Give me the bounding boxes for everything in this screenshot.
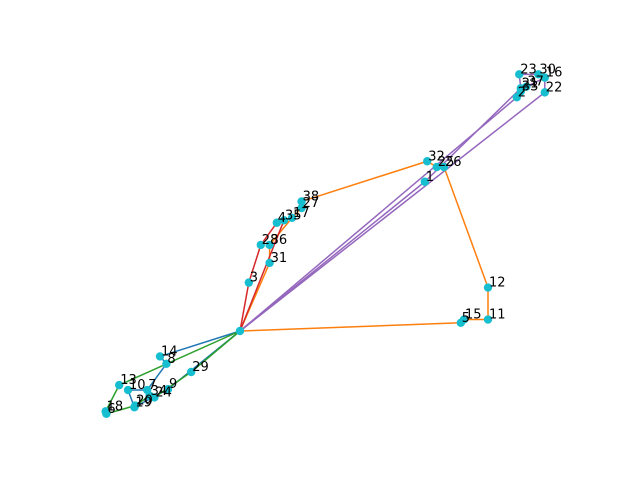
node-35 (279, 216, 289, 225)
node-label-34: 34 (151, 384, 168, 399)
edge-8-7 (146, 363, 168, 391)
node-label-22: 22 (546, 80, 563, 95)
edge-29-24 (153, 371, 192, 399)
edge-28-4 (260, 222, 278, 246)
edge-0-14 (159, 330, 241, 358)
node-31 (265, 258, 274, 268)
node-label-32: 32 (428, 149, 445, 164)
node-label-26: 26 (445, 155, 462, 170)
node-12 (483, 283, 493, 292)
node-label-9: 9 (169, 377, 177, 392)
node-label-13: 13 (120, 373, 137, 388)
node-label-8: 8 (167, 352, 175, 367)
node-label-21: 21 (522, 76, 539, 91)
node-label-36: 36 (271, 233, 288, 248)
node-34 (145, 391, 154, 400)
node-label-20: 20 (136, 394, 153, 409)
node-11 (483, 315, 493, 324)
edge-12-26 (443, 166, 489, 288)
node-label-16: 16 (546, 66, 563, 81)
node-37 (522, 82, 531, 91)
node-label-2: 2 (518, 85, 526, 100)
node-1 (420, 177, 429, 186)
node-25 (432, 162, 441, 172)
node-22 (540, 88, 549, 97)
node-label-38: 38 (303, 189, 320, 204)
node-0 (235, 326, 245, 336)
node-label-1: 1 (426, 170, 434, 185)
edge-3-28 (248, 244, 262, 283)
node-label-37: 37 (527, 75, 544, 90)
node-label-15: 15 (465, 308, 482, 323)
node-16 (540, 73, 549, 82)
node-20 (131, 401, 140, 410)
node-14 (155, 352, 165, 361)
node-38 (297, 197, 306, 206)
node-30 (534, 70, 543, 79)
edge-17-36 (269, 217, 293, 246)
edge-0-22 (239, 91, 546, 332)
node-13 (115, 380, 124, 390)
edge-18-13 (104, 384, 120, 412)
node-27 (297, 203, 306, 213)
edge-32-38 (301, 160, 428, 203)
node-label-11: 11 (489, 308, 506, 323)
node-4 (272, 218, 281, 227)
node-36 (265, 240, 274, 250)
node-label-3: 3 (250, 271, 258, 286)
node-label-24: 24 (155, 385, 172, 400)
node-label-4: 4 (278, 211, 286, 226)
node-label-14: 14 (161, 344, 178, 359)
node-18 (101, 407, 110, 416)
node-32 (423, 157, 432, 166)
node-3 (244, 278, 253, 287)
node-28 (256, 240, 265, 250)
node-label-5: 5 (462, 311, 470, 326)
node-33 (516, 87, 525, 96)
node-label-30: 30 (539, 62, 556, 77)
node-26 (439, 162, 449, 172)
node-29 (187, 367, 196, 377)
node-label-29: 29 (192, 360, 209, 375)
node-label-27: 27 (303, 196, 320, 211)
node-label-17: 17 (293, 206, 310, 221)
node-17 (287, 213, 297, 223)
edge-0-3 (239, 282, 250, 332)
edge-0-29 (190, 330, 241, 373)
edge-0-5 (239, 322, 461, 332)
node-label-6: 6 (107, 402, 115, 417)
node-label-31: 31 (271, 251, 288, 266)
edge-13-0 (118, 330, 241, 386)
node-label-35: 35 (285, 208, 302, 223)
edge-35-0 (239, 220, 285, 332)
node-label-12: 12 (489, 276, 506, 291)
node-label-10: 10 (129, 378, 146, 393)
node-label-23: 23 (520, 62, 537, 77)
edge-2-0 (239, 96, 518, 332)
nodes-layer (101, 70, 549, 419)
node-label-18: 18 (107, 399, 124, 414)
node-label-7: 7 (148, 378, 156, 393)
node-23 (515, 70, 524, 79)
node-9 (163, 385, 173, 394)
node-15 (459, 315, 469, 324)
node-label-19: 19 (135, 395, 152, 410)
node-8 (162, 359, 171, 368)
node-label-33: 33 (522, 80, 539, 95)
node-label-25: 25 (438, 155, 455, 170)
node-10 (123, 385, 133, 395)
node-label-28: 28 (262, 233, 279, 248)
